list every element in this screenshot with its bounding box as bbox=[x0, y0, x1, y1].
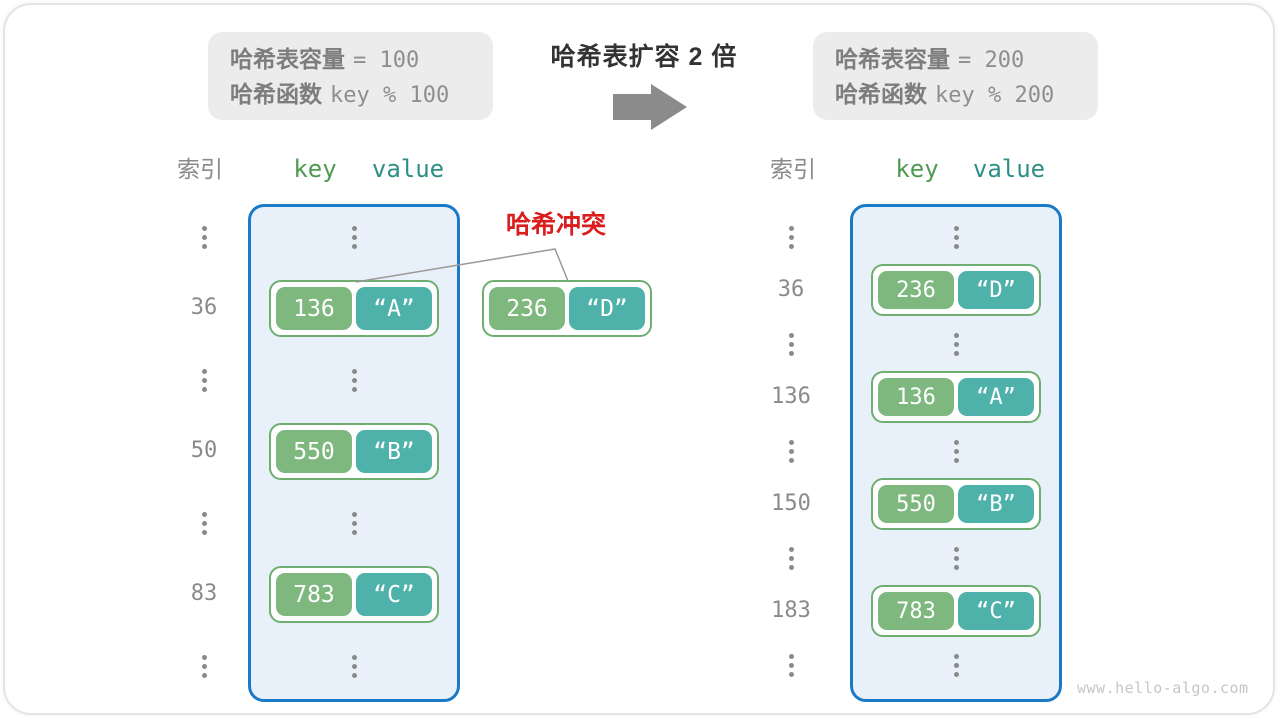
pair-136-A: 136 “A” bbox=[871, 371, 1041, 423]
bucket-index: 36 bbox=[777, 277, 805, 302]
collision-label: 哈希冲突 bbox=[505, 211, 606, 239]
ellipsis-dots bbox=[788, 226, 794, 249]
capacity-value: = 100 bbox=[353, 48, 420, 73]
capacity-before-box: 哈希表容量 = 100 哈希函数 key % 100 bbox=[208, 32, 493, 120]
pair-550-B: 550 “B” bbox=[269, 423, 439, 480]
ellipsis-dots bbox=[201, 655, 207, 678]
ellipsis-dots bbox=[201, 369, 207, 392]
value-cell: “A” bbox=[958, 378, 1034, 416]
pair-136-A: 136 “A” bbox=[269, 280, 439, 337]
capacity-label: 哈希表容量 bbox=[230, 46, 345, 72]
hash-func-after-line: 哈希函数 key % 200 bbox=[835, 77, 1098, 112]
hash-func-value: key % 200 bbox=[935, 83, 1055, 108]
value-cell: “B” bbox=[958, 485, 1034, 523]
ellipsis-dots bbox=[201, 226, 207, 249]
ellipsis-dots bbox=[953, 547, 959, 570]
hash-func-label: 哈希函数 bbox=[835, 81, 927, 107]
left-key-header: key bbox=[293, 155, 337, 183]
ellipsis-dots bbox=[351, 512, 357, 535]
key-cell: 783 bbox=[276, 573, 352, 616]
ellipsis-dots bbox=[953, 333, 959, 356]
figure-card: 哈希表容量 = 100 哈希函数 key % 100 哈希表扩容 2 倍 哈希表容量… bbox=[3, 3, 1275, 715]
value-cell: “A” bbox=[356, 287, 432, 330]
bucket-index: 83 bbox=[190, 581, 218, 606]
value-cell: “B” bbox=[356, 430, 432, 473]
capacity-after-box: 哈希表容量 = 200 哈希函数 key % 200 bbox=[813, 32, 1098, 120]
ellipsis-dots bbox=[953, 440, 959, 463]
key-cell: 783 bbox=[878, 592, 954, 630]
pair-236-D: 236 “D” bbox=[871, 264, 1041, 316]
bucket-index: 183 bbox=[771, 598, 811, 623]
right-key-header: key bbox=[895, 155, 939, 183]
left-index-header: 索引 bbox=[177, 156, 223, 182]
hash-func-value: key % 100 bbox=[330, 83, 450, 108]
key-cell: 136 bbox=[276, 287, 352, 330]
hash-func-before-line: 哈希函数 key % 100 bbox=[230, 77, 493, 112]
ellipsis-dots bbox=[788, 333, 794, 356]
capacity-after-line: 哈希表容量 = 200 bbox=[835, 42, 1098, 77]
bucket-index: 36 bbox=[190, 295, 218, 320]
ellipsis-dots bbox=[351, 655, 357, 678]
value-cell: “C” bbox=[958, 592, 1034, 630]
key-cell: 236 bbox=[878, 271, 954, 309]
pair-550-B: 550 “B” bbox=[871, 478, 1041, 530]
ellipsis-dots bbox=[953, 226, 959, 249]
capacity-label: 哈希表容量 bbox=[835, 46, 950, 72]
pair-783-C: 783 “C” bbox=[269, 566, 439, 623]
arrow-head bbox=[651, 84, 687, 130]
bucket-index: 136 bbox=[771, 384, 811, 409]
ellipsis-dots bbox=[351, 369, 357, 392]
left-value-header: value bbox=[371, 155, 445, 183]
value-cell: “C” bbox=[356, 573, 432, 616]
ellipsis-dots bbox=[788, 440, 794, 463]
right-arrow-icon bbox=[613, 84, 687, 130]
value-cell: “D” bbox=[569, 287, 645, 330]
pair-783-C: 783 “C” bbox=[871, 585, 1041, 637]
key-cell: 550 bbox=[878, 485, 954, 523]
bucket-index: 150 bbox=[771, 491, 811, 516]
expand-title: 哈希表扩容 2 倍 bbox=[550, 43, 738, 71]
right-index-header: 索引 bbox=[770, 156, 816, 182]
ellipsis-dots bbox=[788, 547, 794, 570]
pair-236-D-colliding: 236 “D” bbox=[482, 280, 652, 337]
ellipsis-dots bbox=[201, 512, 207, 535]
watermark: www.hello-algo.com bbox=[1077, 679, 1249, 697]
bucket-index: 50 bbox=[190, 438, 218, 463]
value-cell: “D” bbox=[958, 271, 1034, 309]
capacity-value: = 200 bbox=[958, 48, 1025, 73]
ellipsis-dots bbox=[351, 226, 357, 249]
hash-func-label: 哈希函数 bbox=[230, 81, 322, 107]
arrow-body bbox=[613, 94, 651, 120]
ellipsis-dots bbox=[788, 654, 794, 677]
key-cell: 136 bbox=[878, 378, 954, 416]
ellipsis-dots bbox=[953, 654, 959, 677]
capacity-before-line: 哈希表容量 = 100 bbox=[230, 42, 493, 77]
key-cell: 236 bbox=[489, 287, 565, 330]
key-cell: 550 bbox=[276, 430, 352, 473]
right-value-header: value bbox=[972, 155, 1046, 183]
